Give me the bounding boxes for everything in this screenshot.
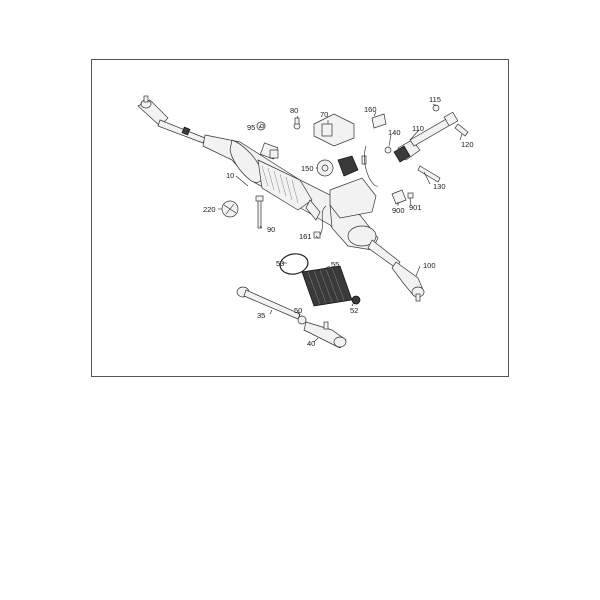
part-labels: 10 35 40 50 52 53 55 70 80 90 95 100 110… [203,95,474,348]
sensor-bracket-group [256,113,392,187]
label-901: 901 [409,203,422,212]
label-50: 50 [294,306,302,315]
label-160: 160 [364,105,377,114]
label-161: 161 [299,232,312,241]
label-100: 100 [423,261,436,270]
label-80: 80 [290,106,298,115]
label-10: 10 [226,171,234,180]
lower-exploded-parts [236,253,361,349]
label-140: 140 [388,128,401,137]
label-130: 130 [433,182,446,191]
label-95: 95 [247,123,255,132]
label-120: 120 [461,140,474,149]
label-55: 55 [331,260,339,269]
mounting-hardware [221,195,327,239]
label-900: 900 [392,206,405,215]
leader-lines [218,103,463,343]
label-53: 53 [276,259,284,268]
right-tie-rod-end [391,261,425,302]
label-110: 110 [412,124,424,133]
intermediate-shaft [393,104,469,183]
clamp-parts-900-901 [391,189,414,205]
label-90: 90 [267,225,275,234]
label-40: 40 [307,339,315,348]
label-150: 150 [301,164,314,173]
rack-housing [202,134,401,269]
label-52: 52 [350,306,358,315]
label-220: 220 [203,205,216,214]
label-35: 35 [257,311,265,320]
left-tie-rod-end [137,95,206,144]
label-70: 70 [320,110,328,119]
label-115: 115 [429,95,441,104]
